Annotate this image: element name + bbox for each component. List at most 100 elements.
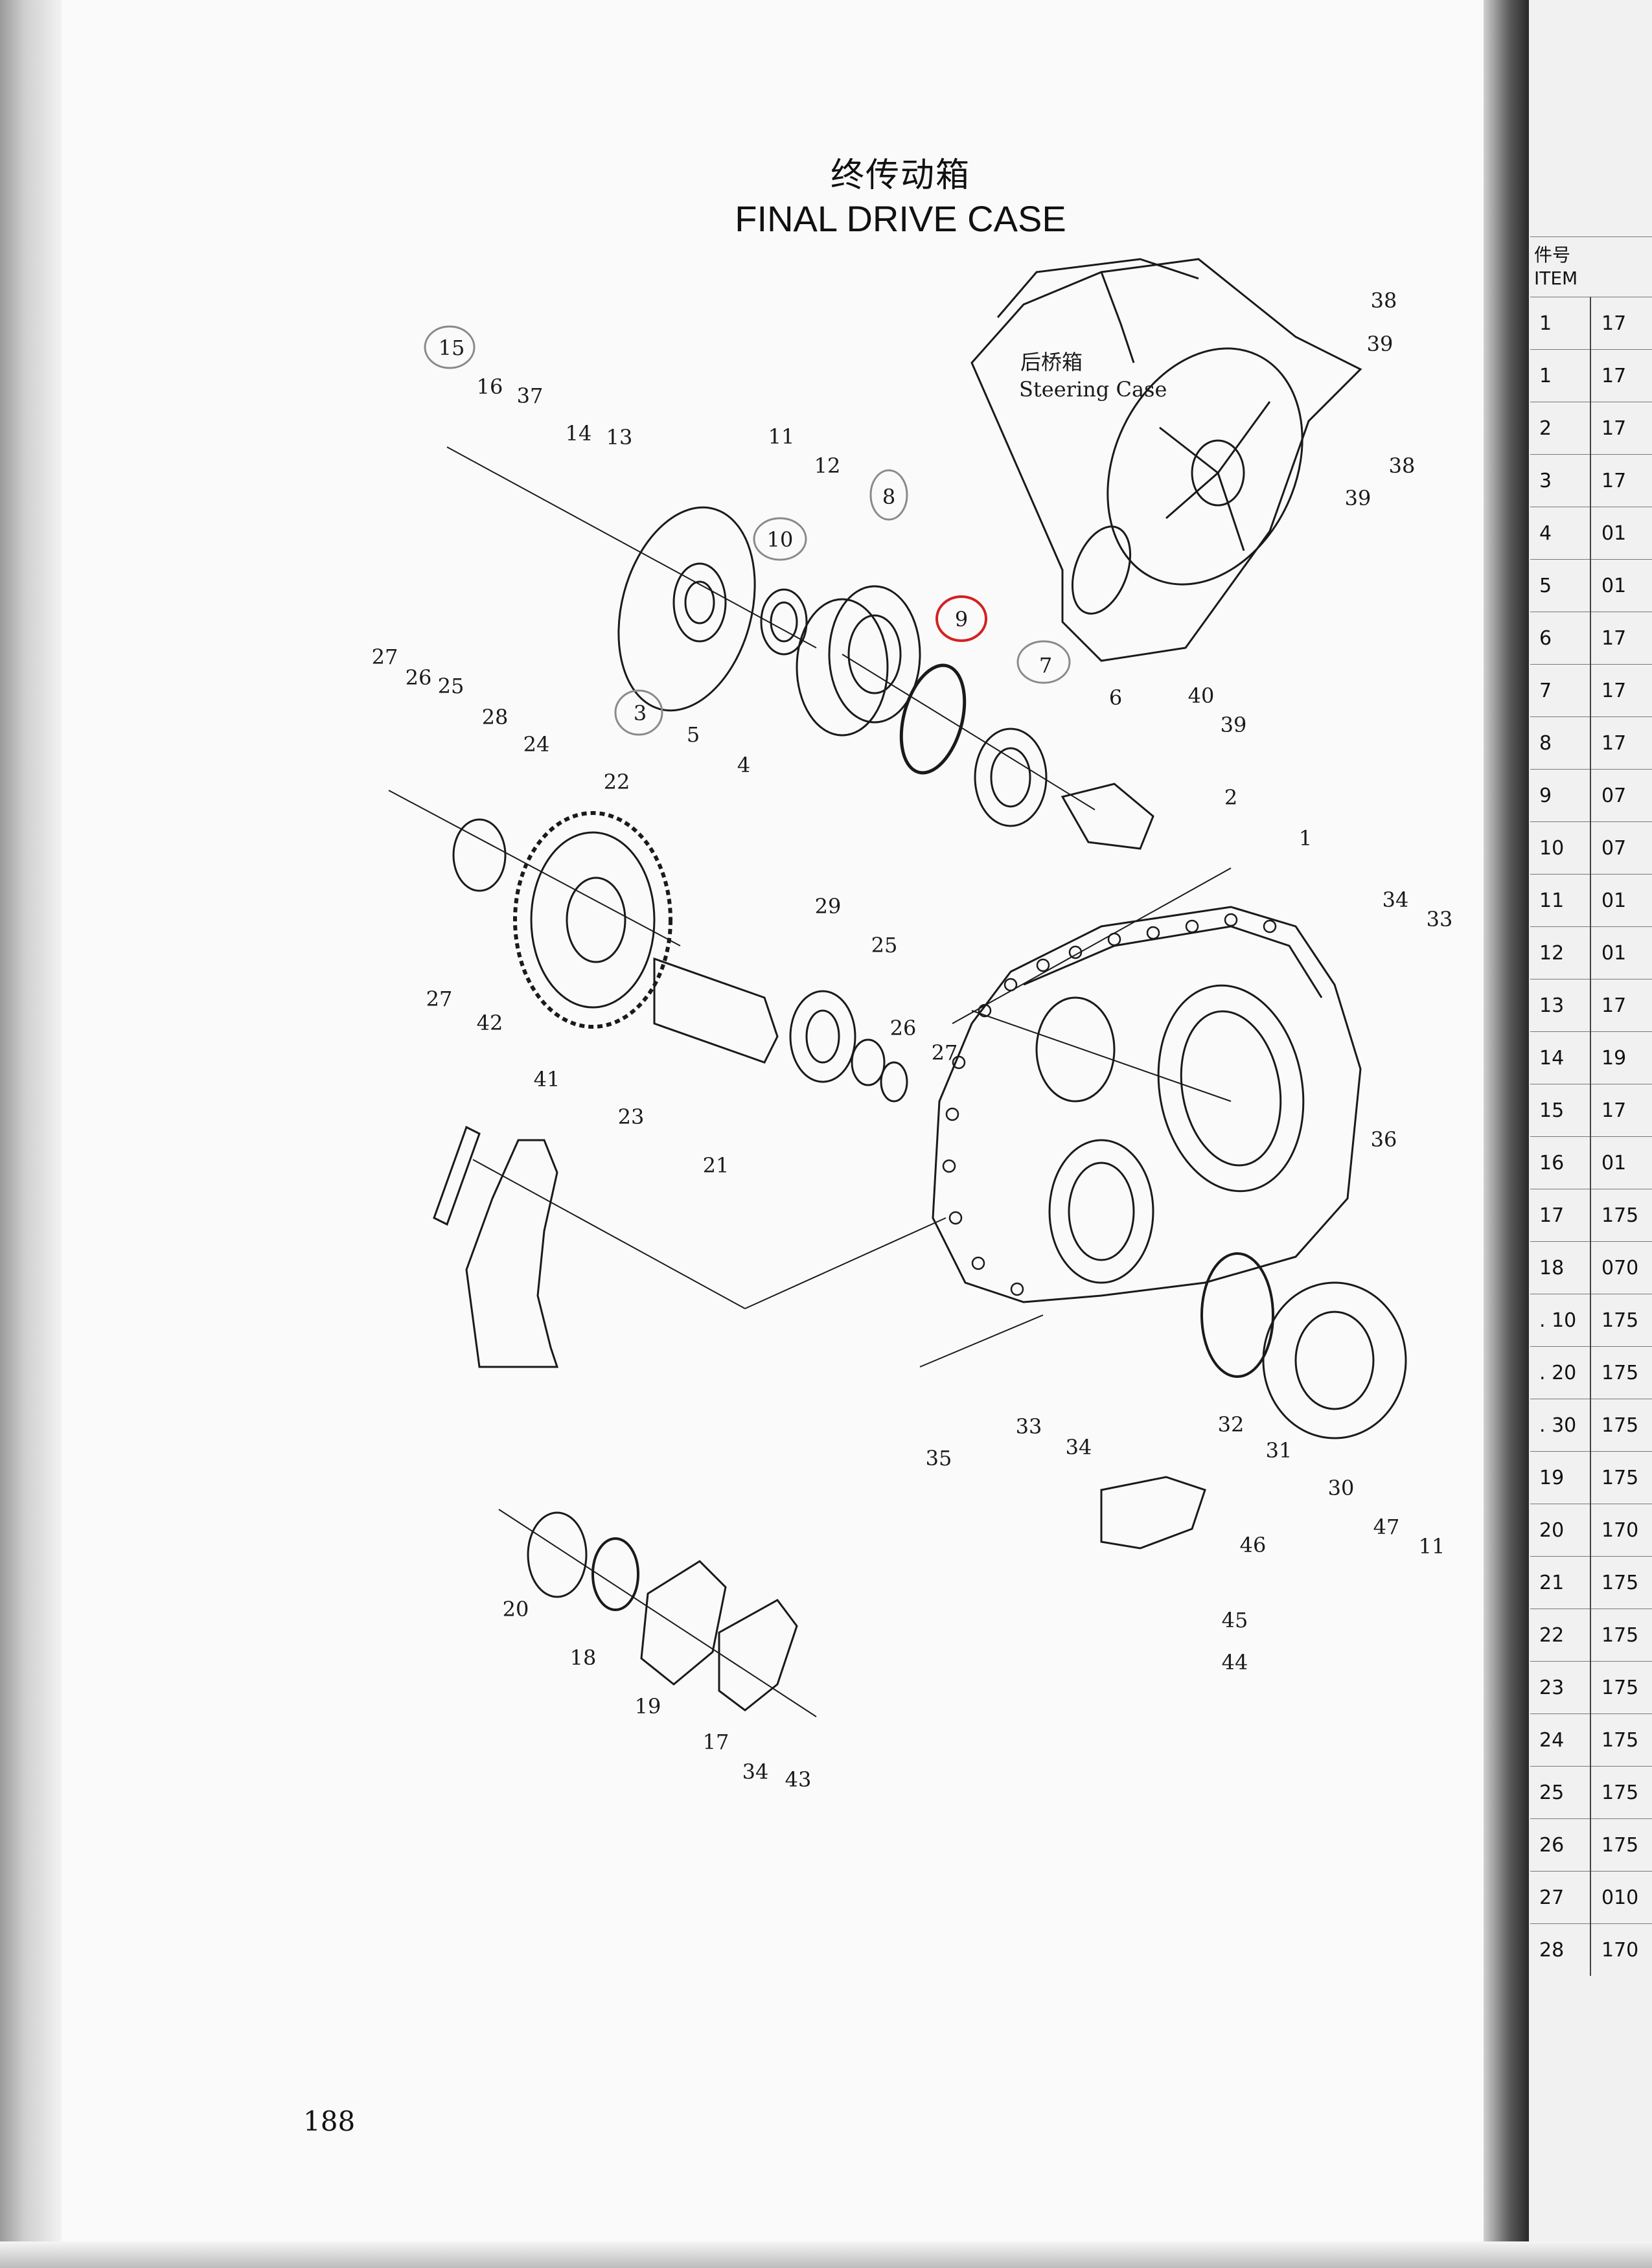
- part-code-cell: 175: [1590, 1346, 1652, 1399]
- callout-label: 18: [570, 1645, 597, 1670]
- callout-label: 46: [1240, 1533, 1267, 1557]
- bearing-cage-drawing: [796, 585, 921, 737]
- callout-label: 28: [482, 705, 509, 729]
- callout-label: 39: [1367, 332, 1394, 356]
- callout-label: 38: [1371, 288, 1397, 313]
- pencil-circle-7: [1016, 640, 1071, 684]
- page-title-chinese: 终传动箱: [830, 156, 970, 195]
- callout-label: 39: [1221, 713, 1247, 737]
- callout-label: 7: [1039, 653, 1052, 678]
- callout-labels: 1 2 3 4 5 6 7 8 9 10 11 11 12 13 14 15 1…: [372, 288, 1453, 1792]
- bearing-left-drawing: [452, 818, 507, 892]
- part-code-cell: 175: [1590, 1766, 1652, 1819]
- callout-label: 34: [1382, 888, 1409, 912]
- callout-label: 15: [439, 336, 465, 360]
- strip-drawing: [433, 1125, 481, 1226]
- part-code-cell: 17: [1590, 716, 1652, 770]
- callout-label: 5: [687, 722, 700, 747]
- callout-label: 27: [932, 1040, 958, 1065]
- table-header-row: 件号 ITEM: [1530, 236, 1652, 297]
- callout-label: 10: [767, 527, 794, 552]
- callout-label: 6: [1109, 685, 1122, 710]
- callout-label: 23: [618, 1105, 645, 1129]
- item-number-cell: 13: [1530, 979, 1591, 1032]
- part-code-cell: 17: [1590, 664, 1652, 717]
- callout-label: 3: [634, 701, 647, 726]
- part-code-cell: 01: [1590, 507, 1652, 560]
- page-number: 188: [303, 2105, 356, 2137]
- callout-label: 4: [737, 753, 750, 777]
- item-number-cell: 12: [1530, 926, 1591, 979]
- item-number-cell: 14: [1530, 1031, 1591, 1084]
- callout-label: 11: [1419, 1534, 1445, 1559]
- item-number-cell: 25: [1530, 1766, 1591, 1819]
- callout-label: 30: [1328, 1476, 1355, 1500]
- gear-drawing: [513, 811, 672, 1029]
- callout-label: 19: [635, 1694, 661, 1719]
- item-number-cell: 26: [1530, 1818, 1591, 1872]
- part-code-cell: 01: [1590, 926, 1652, 979]
- item-number-cell: 6: [1530, 612, 1591, 665]
- callout-label: 45: [1222, 1608, 1248, 1632]
- item-number-cell: 20: [1530, 1504, 1591, 1557]
- callout-label: 1: [1299, 826, 1312, 851]
- part-code-cell: 07: [1590, 821, 1652, 875]
- callout-label: 20: [503, 1597, 529, 1621]
- table-header-item: 件号 ITEM: [1530, 236, 1652, 297]
- callout-label: 42: [477, 1011, 503, 1035]
- callout-label: 27: [426, 987, 453, 1011]
- item-number-cell: 24: [1530, 1713, 1591, 1767]
- steering-case-drawing: [970, 258, 1362, 662]
- callout-label: 36: [1371, 1127, 1397, 1152]
- callout-label: 25: [438, 674, 465, 698]
- header-item: ITEM: [1534, 268, 1578, 289]
- item-number-cell: . 10: [1530, 1294, 1591, 1347]
- part-code-cell: 175: [1590, 1713, 1652, 1767]
- pinion-drawing: [1061, 783, 1154, 850]
- part-code-cell: 175: [1590, 1609, 1652, 1662]
- callout-label: 40: [1188, 683, 1215, 708]
- callout-label: 33: [1016, 1414, 1042, 1439]
- item-number-cell: 1: [1530, 349, 1591, 402]
- shaft-drawing: [653, 957, 779, 1064]
- item-number-cell: 21: [1530, 1556, 1591, 1609]
- part-code-cell: 175: [1590, 1818, 1652, 1872]
- item-number-cell: . 30: [1530, 1399, 1591, 1452]
- part-code-cell: 175: [1590, 1556, 1652, 1609]
- lower-cage-drawing: [640, 1560, 727, 1686]
- callout-label: 16: [477, 374, 503, 399]
- item-number-cell: 7: [1530, 664, 1591, 717]
- callout-label: 17: [703, 1730, 729, 1754]
- pencil-circle-3: [614, 689, 663, 736]
- part-code-cell: 17: [1590, 402, 1652, 455]
- callout-label: 27: [372, 645, 398, 669]
- pencil-circle-15: [424, 325, 476, 369]
- callout-label: 41: [534, 1067, 560, 1092]
- red-circle-9: [935, 595, 987, 642]
- part-code-cell: 070: [1590, 1241, 1652, 1294]
- item-number-cell: . 20: [1530, 1346, 1591, 1399]
- page-spine-shadow: [0, 0, 62, 2268]
- callout-label: 13: [606, 425, 633, 450]
- seal-drawing: [760, 588, 808, 656]
